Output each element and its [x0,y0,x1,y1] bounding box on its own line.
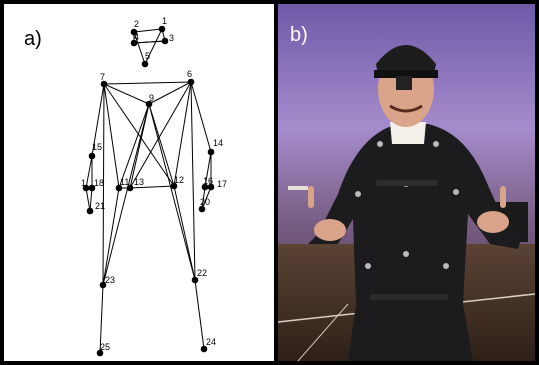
bone [102,187,120,286]
bone [102,103,150,286]
bone [129,185,175,189]
panel-a-label: a) [24,28,42,50]
joint-label: 25 [100,342,110,352]
right-thumb [500,186,506,208]
bone [102,83,105,286]
bone [103,83,150,105]
joint-marker [99,281,107,289]
joint-label: 16 [203,176,213,186]
bone [144,28,163,65]
photo-panel: b) [278,4,535,361]
joint-label: 7 [100,72,105,82]
joint-label: 3 [169,33,174,43]
headset-cap [376,45,436,74]
bone [133,40,166,44]
bone [148,81,192,105]
joint-label: 14 [213,138,223,148]
joint-label: 12 [174,175,184,185]
motion-capture-photo [278,4,535,361]
joint-label: 17 [217,179,227,189]
bone [91,83,105,157]
joint-marker [130,28,138,36]
bone [148,103,196,281]
bone [201,186,212,210]
suit-markers [355,141,459,269]
joint-marker [201,183,209,191]
joint-label: 22 [197,268,207,278]
joint-marker [100,80,108,88]
joint-label: 9 [149,93,154,103]
joint-label: 23 [105,275,115,285]
joint-marker [126,184,134,192]
joint-marker [141,60,149,68]
joint-marker [207,183,215,191]
bone [148,103,175,187]
bone [194,279,205,350]
joint-marker [115,184,123,192]
panel-b-label: b) [290,24,308,46]
belt [370,294,448,300]
joint-marker [86,207,94,215]
bone [133,28,163,33]
bone [103,81,192,85]
joint-marker [158,25,166,33]
joint-label: 20 [200,197,210,207]
joint-marker [200,345,208,353]
bone [99,284,104,354]
bone [201,186,206,210]
left-thumb [308,186,314,208]
left-hand [314,219,346,241]
shirt-collar [390,122,426,144]
joint-label: 21 [95,201,105,211]
joint-label: 18 [94,178,104,188]
bone [133,31,146,65]
bone [103,83,175,187]
face-camera [396,76,412,90]
smile [389,104,423,113]
joint-marker [187,78,195,86]
joint-label: 6 [187,69,192,79]
joint-marker [88,184,96,192]
bone [85,155,93,189]
joint-marker [198,205,206,213]
joint-marker [207,148,215,156]
joint-marker [130,39,138,47]
cable [297,303,349,361]
bone [129,81,192,189]
bone [190,81,212,153]
bone [204,151,212,188]
background-object [288,186,308,190]
bone [103,83,120,189]
joint-label: 5 [145,51,150,61]
joint-label: 2 [134,19,139,29]
joint-marker [191,276,199,284]
bone [118,103,150,189]
suit-strap [376,180,438,186]
bone [85,187,91,212]
joint-marker [145,100,153,108]
joint-marker [82,184,90,192]
joint-marker [88,152,96,160]
bone [173,81,192,187]
joint-label: 1 [81,178,86,188]
joint-label: 1 [162,16,167,26]
headset-band [374,70,438,78]
joint-marker [96,349,104,357]
bone [190,81,196,281]
joint-label: 15 [92,142,102,152]
joint-label: 4 [134,32,139,42]
joint-marker [170,182,178,190]
bone [89,187,93,212]
right-hand [477,211,509,233]
joint-label: 24 [206,337,216,347]
bone [173,185,196,281]
joint-marker [161,37,169,45]
joint-label: 11 [120,177,129,187]
mocap-suit [308,124,523,361]
joint-label: 13 [134,177,144,187]
